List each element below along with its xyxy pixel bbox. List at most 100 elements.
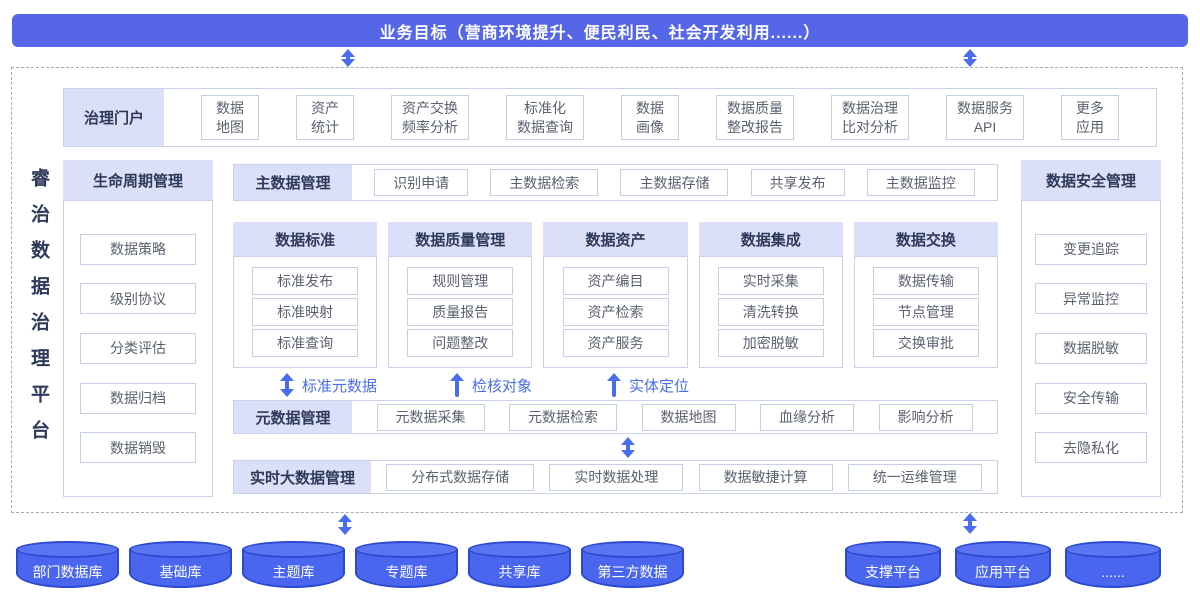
cylinder-label: 支撑平台 <box>865 563 921 580</box>
portal-item: 数据 地图 <box>201 94 259 141</box>
module-header: 数据标准 <box>233 222 378 256</box>
master-data-row: 主数据管理 识别申请 主数据检索 主数据存储 共享发布 主数据监控 <box>233 164 998 201</box>
metadata-row: 元数据管理 元数据采集 元数据检索 数据地图 血缘分析 影响分析 <box>233 400 998 434</box>
metadata-item: 元数据采集 <box>376 403 485 431</box>
up-arrow-icon <box>450 373 464 397</box>
security-item: 变更追踪 <box>1035 233 1147 265</box>
bigdata-item: 实时数据处理 <box>549 463 684 491</box>
double-arrow-icon <box>963 513 977 534</box>
master-data-item: 主数据存储 <box>620 169 729 196</box>
module-data-quality: 数据质量管理 规则管理 质量报告 问题整改 <box>388 222 533 368</box>
database-cylinder: 共享库 <box>468 541 571 588</box>
bigdata-row: 实时大数据管理 分布式数据存储 实时数据处理 数据敏捷计算 统一运维管理 <box>233 460 998 494</box>
module-header: 数据交换 <box>853 222 999 256</box>
platform-title: 睿治数据治理平台 <box>28 168 49 456</box>
database-cylinder: 第三方数据 <box>581 541 684 588</box>
module-item: 资产服务 <box>562 329 669 357</box>
cylinder-label: ...... <box>1101 563 1125 580</box>
security-item: 异常监控 <box>1035 283 1147 315</box>
security-item: 数据脱敏 <box>1035 332 1147 364</box>
governance-portal-items: 数据 地图 资产 统计 资产交换 频率分析 标准化 数据查询 数据 画像 数据质… <box>164 89 1156 146</box>
lifecycle-item: 分类评估 <box>80 332 196 364</box>
database-cylinder: 基础库 <box>129 541 232 588</box>
cylinder-label: 共享库 <box>498 563 541 580</box>
lifecycle-column: 生命周期管理 数据策略 级别协议 分类评估 数据归档 数据销毁 <box>63 160 213 497</box>
database-cylinder: ...... <box>1065 541 1161 588</box>
module-data-asset: 数据资产 资产编目 资产检索 资产服务 <box>543 222 688 368</box>
security-item: 安全传输 <box>1035 382 1147 414</box>
module-data-integration: 数据集成 实时采集 清洗转换 加密脱敏 <box>698 222 843 368</box>
bigdata-label: 实时大数据管理 <box>234 461 371 493</box>
platform-frame <box>11 67 1183 513</box>
module-item: 资产检索 <box>562 298 669 326</box>
flow-standard-metadata: 标准元数据 <box>280 373 377 397</box>
arrowhead-down-icon <box>963 59 977 67</box>
cylinder-label: 主题库 <box>272 563 315 580</box>
bigdata-items: 分布式数据存储 实时数据处理 数据敏捷计算 统一运维管理 <box>371 461 997 493</box>
module-data-exchange: 数据交换 数据传输 节点管理 交换审批 <box>853 222 999 368</box>
flow-label: 实体定位 <box>629 377 690 395</box>
portal-item: 数据治理 比对分析 <box>831 94 909 141</box>
portal-item: 数据质量 整改报告 <box>716 94 794 141</box>
portal-item: 资产交换 频率分析 <box>391 94 469 141</box>
double-arrow-icon <box>338 514 352 535</box>
metadata-item: 血缘分析 <box>760 403 854 431</box>
bigdata-item: 数据敏捷计算 <box>698 463 833 491</box>
flow-label: 检核对象 <box>472 377 533 395</box>
master-data-item: 主数据监控 <box>866 169 975 196</box>
portal-item: 数据 画像 <box>621 94 679 141</box>
portal-item: 更多 应用 <box>1061 94 1119 141</box>
lifecycle-item: 级别协议 <box>80 283 196 315</box>
metadata-item: 元数据检索 <box>509 403 617 431</box>
module-header: 数据集成 <box>698 222 843 256</box>
platform-cylinders: 支撑平台 应用平台 ...... <box>845 541 1161 588</box>
metadata-label: 元数据管理 <box>234 401 352 433</box>
governance-portal-row: 治理门户 数据 地图 资产 统计 资产交换 频率分析 标准化 数据查询 数据 画… <box>63 88 1157 147</box>
double-arrow-icon <box>341 49 355 67</box>
database-cylinder: 部门数据库 <box>16 541 119 588</box>
master-data-items: 识别申请 主数据检索 主数据存储 共享发布 主数据监控 <box>352 165 997 200</box>
module-item: 问题整改 <box>407 329 514 357</box>
portal-item: 资产 统计 <box>296 94 354 141</box>
module-item: 清洗转换 <box>717 298 824 326</box>
security-item: 去隐私化 <box>1035 432 1147 464</box>
module-item: 交换审批 <box>872 329 979 357</box>
module-item: 规则管理 <box>407 267 514 295</box>
up-arrow-icon <box>607 373 621 397</box>
master-data-item: 共享发布 <box>750 169 845 196</box>
cylinder-label: 部门数据库 <box>32 563 103 580</box>
module-columns: 数据标准 标准发布 标准映射 标准查询 数据质量管理 规则管理 质量报告 问题整… <box>233 222 999 368</box>
module-item: 实时采集 <box>717 267 824 295</box>
cylinder-label: 专题库 <box>385 563 428 580</box>
security-column: 数据安全管理 变更追踪 异常监控 数据脱敏 安全传输 去隐私化 <box>1021 160 1161 497</box>
lifecycle-item: 数据策略 <box>80 233 196 265</box>
flow-label: 标准元数据 <box>302 377 378 395</box>
business-goal-banner: 业务目标（营商环境提升、便民利民、社会开发利用......） <box>12 14 1188 47</box>
double-arrow-icon <box>963 49 977 67</box>
database-cylinder: 应用平台 <box>955 541 1051 588</box>
security-body: 变更追踪 异常监控 数据脱敏 安全传输 去隐私化 <box>1021 200 1161 497</box>
module-item: 标准发布 <box>252 267 359 295</box>
arrowhead-up-icon <box>963 49 977 57</box>
cylinder-label: 应用平台 <box>975 563 1031 580</box>
metadata-item: 影响分析 <box>878 403 973 431</box>
lifecycle-item: 数据销毁 <box>80 432 196 464</box>
lifecycle-item: 数据归档 <box>80 382 196 414</box>
database-cylinder: 支撑平台 <box>845 541 941 588</box>
portal-item: 数据服务 API <box>946 94 1024 141</box>
flow-entity-location: 实体定位 <box>607 373 689 397</box>
lifecycle-body: 数据策略 级别协议 分类评估 数据归档 数据销毁 <box>63 200 213 497</box>
governance-portal-label: 治理门户 <box>64 89 164 146</box>
module-item: 质量报告 <box>407 298 514 326</box>
database-cylinder: 专题库 <box>355 541 458 588</box>
bigdata-item: 统一运维管理 <box>847 463 982 491</box>
master-data-label: 主数据管理 <box>234 165 352 200</box>
datasource-cylinders: 部门数据库 基础库 主题库 专题库 共享库 第三方数据 <box>16 541 684 588</box>
master-data-item: 识别申请 <box>374 169 469 196</box>
module-item: 标准映射 <box>252 298 359 326</box>
master-data-item: 主数据检索 <box>490 169 599 196</box>
lifecycle-header: 生命周期管理 <box>63 160 213 200</box>
portal-item: 标准化 数据查询 <box>506 94 584 141</box>
module-header: 数据质量管理 <box>388 222 533 256</box>
